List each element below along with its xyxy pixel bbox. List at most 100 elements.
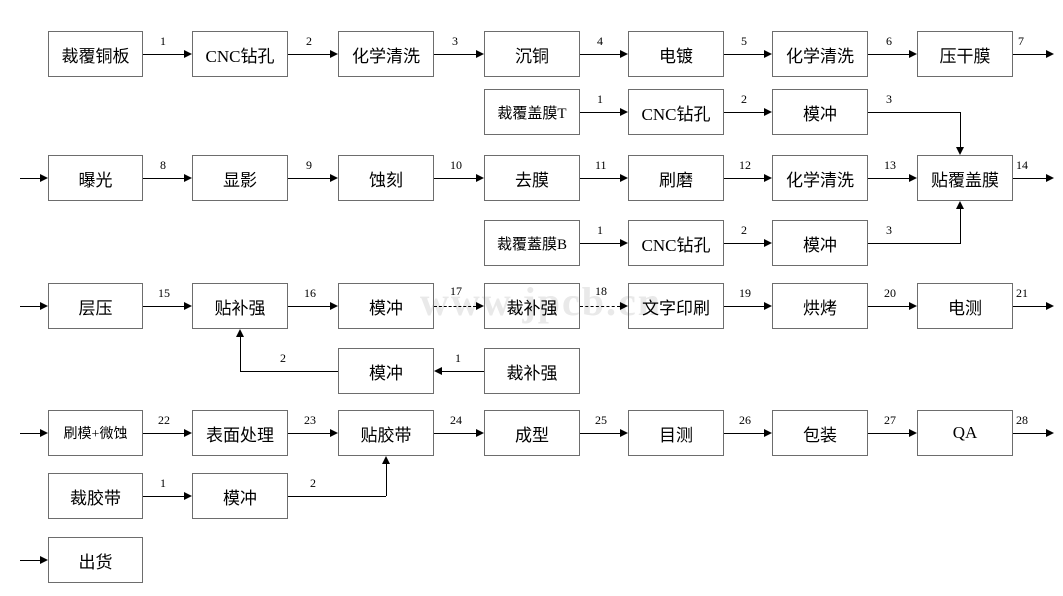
edge-arrow-s1 bbox=[434, 366, 442, 375]
edge-arrow-25 bbox=[620, 428, 628, 437]
edge-line-11 bbox=[580, 178, 620, 179]
edge-arrow-17 bbox=[476, 301, 484, 310]
edge-line-13 bbox=[868, 178, 909, 179]
edge-arrow-11 bbox=[620, 173, 628, 182]
node-brushing[interactable]: 刷磨 bbox=[628, 155, 724, 201]
edge-label-1: 1 bbox=[160, 34, 166, 48]
edge-label-s2: 2 bbox=[280, 351, 286, 365]
edge-arrow-6 bbox=[909, 49, 917, 58]
edge-line-s2-v bbox=[240, 337, 241, 371]
edge-line-22 bbox=[143, 433, 184, 434]
edge-line-10 bbox=[434, 178, 476, 179]
node-copper-deposition[interactable]: 沉铜 bbox=[484, 31, 580, 77]
edge-label-22: 22 bbox=[158, 413, 170, 427]
node-etching[interactable]: 蚀刻 bbox=[338, 155, 434, 201]
edge-line-s2-h bbox=[240, 371, 338, 372]
node-cut-stiffener-2[interactable]: 裁补强 bbox=[484, 348, 580, 394]
edge-arrow-1 bbox=[184, 49, 192, 58]
edge-arrow-5 bbox=[764, 49, 772, 58]
node-press-dry-film[interactable]: 压干膜 bbox=[917, 31, 1013, 77]
edge-line-in-row2 bbox=[20, 178, 40, 179]
edge-arrow-p1 bbox=[184, 491, 192, 500]
edge-label-27: 27 bbox=[884, 413, 896, 427]
node-attach-tape[interactable]: 贴胶带 bbox=[338, 410, 434, 456]
edge-line-16 bbox=[288, 306, 330, 307]
edge-line-6 bbox=[868, 54, 909, 55]
edge-line-3 bbox=[434, 54, 476, 55]
edge-arrow-21 bbox=[1046, 301, 1054, 310]
node-punch-top[interactable]: 模冲 bbox=[772, 89, 868, 135]
node-surface-treatment[interactable]: 表面处理 bbox=[192, 410, 288, 456]
edge-line-s1 bbox=[442, 371, 484, 372]
node-developing[interactable]: 显影 bbox=[192, 155, 288, 201]
edge-line-b2 bbox=[724, 243, 764, 244]
edge-arrow-22 bbox=[184, 428, 192, 437]
node-attach-stiffener[interactable]: 贴补强 bbox=[192, 283, 288, 329]
node-chem-clean-3[interactable]: 化学清洗 bbox=[772, 155, 868, 201]
edge-line-p2-v bbox=[386, 464, 387, 496]
edge-label-5: 5 bbox=[741, 34, 747, 48]
node-cnc-drill-3[interactable]: CNC钻孔 bbox=[628, 220, 724, 266]
node-brush-microetch[interactable]: 刷模+微蚀 bbox=[48, 410, 143, 456]
node-visual-inspection[interactable]: 目测 bbox=[628, 410, 724, 456]
edge-label-3: 3 bbox=[452, 34, 458, 48]
node-baking[interactable]: 烘烤 bbox=[772, 283, 868, 329]
edge-arrow-12 bbox=[764, 173, 772, 182]
edge-line-28 bbox=[1013, 433, 1046, 434]
node-punch-stiff-2[interactable]: 模冲 bbox=[338, 348, 434, 394]
edge-arrow-8 bbox=[184, 173, 192, 182]
edge-arrow-18 bbox=[620, 301, 628, 310]
edge-line-t2 bbox=[724, 112, 764, 113]
edge-line-t1 bbox=[580, 112, 620, 113]
edge-arrow-16 bbox=[330, 301, 338, 310]
node-cnc-drill-2[interactable]: CNC钻孔 bbox=[628, 89, 724, 135]
edge-arrow-4 bbox=[620, 49, 628, 58]
edge-line-b3-v bbox=[960, 209, 961, 243]
node-shipment[interactable]: 出货 bbox=[48, 537, 143, 583]
edge-label-b3: 3 bbox=[886, 223, 892, 237]
edge-line-26 bbox=[724, 433, 764, 434]
node-exposure[interactable]: 曝光 bbox=[48, 155, 143, 201]
node-chem-clean-1[interactable]: 化学清洗 bbox=[338, 31, 434, 77]
edge-line-20 bbox=[868, 306, 909, 307]
node-cut-copper[interactable]: 裁覆铜板 bbox=[48, 31, 143, 77]
node-qa[interactable]: QA bbox=[917, 410, 1013, 456]
node-packaging[interactable]: 包装 bbox=[772, 410, 868, 456]
edge-label-25: 25 bbox=[595, 413, 607, 427]
edge-line-1 bbox=[143, 54, 184, 55]
edge-line-t3-v bbox=[960, 112, 961, 147]
edge-line-19 bbox=[724, 306, 764, 307]
edge-arrow-t1 bbox=[620, 107, 628, 116]
node-cut-coverlay-bottom[interactable]: 裁覆蓋膜B bbox=[484, 220, 580, 266]
edge-label-p1: 1 bbox=[160, 476, 166, 490]
node-chem-clean-2[interactable]: 化学清洗 bbox=[772, 31, 868, 77]
edge-line-21 bbox=[1013, 306, 1046, 307]
node-attach-coverlay[interactable]: 贴覆盖膜 bbox=[917, 155, 1013, 201]
edge-label-7: 7 bbox=[1018, 34, 1024, 48]
node-lamination[interactable]: 层压 bbox=[48, 283, 143, 329]
edge-line-in-row4 bbox=[20, 433, 40, 434]
node-cut-coverlay-top[interactable]: 裁覆盖膜T bbox=[484, 89, 580, 135]
node-punch-stiff-1[interactable]: 模冲 bbox=[338, 283, 434, 329]
edge-label-23: 23 bbox=[304, 413, 316, 427]
edge-label-26: 26 bbox=[739, 413, 751, 427]
edge-arrow-15 bbox=[184, 301, 192, 310]
edge-arrow-in-row2 bbox=[40, 173, 48, 182]
node-punch-tape[interactable]: 模冲 bbox=[192, 473, 288, 519]
node-forming[interactable]: 成型 bbox=[484, 410, 580, 456]
node-cut-tape[interactable]: 裁胶带 bbox=[48, 473, 143, 519]
edge-label-4: 4 bbox=[597, 34, 603, 48]
edge-arrow-20 bbox=[909, 301, 917, 310]
node-electroplating[interactable]: 电镀 bbox=[628, 31, 724, 77]
node-text-printing[interactable]: 文字印刷 bbox=[628, 283, 724, 329]
edge-label-18: 18 bbox=[595, 284, 607, 298]
edge-line-in-row3 bbox=[20, 306, 40, 307]
node-electrical-test[interactable]: 电测 bbox=[917, 283, 1013, 329]
node-cut-stiffener-1[interactable]: 裁补强 bbox=[484, 283, 580, 329]
edge-line-b1 bbox=[580, 243, 620, 244]
node-strip-film[interactable]: 去膜 bbox=[484, 155, 580, 201]
edge-line-24 bbox=[434, 433, 476, 434]
node-cnc-drill-1[interactable]: CNC钻孔 bbox=[192, 31, 288, 77]
node-punch-bottom[interactable]: 模冲 bbox=[772, 220, 868, 266]
edge-arrow-t3 bbox=[955, 147, 964, 155]
